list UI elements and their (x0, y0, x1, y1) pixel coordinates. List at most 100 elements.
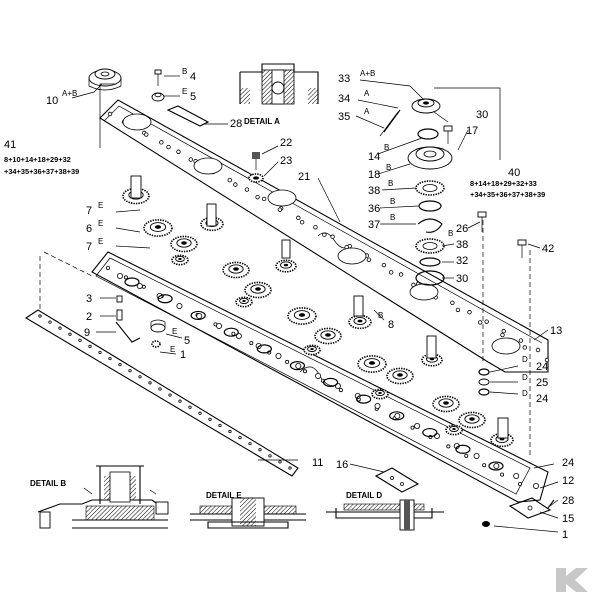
gear-bore (154, 225, 162, 229)
edge-hole (330, 234, 335, 239)
label-25-eq: D (522, 373, 528, 382)
edge-hole (467, 310, 472, 315)
strip-hole (238, 435, 242, 440)
strip-hole (38, 314, 42, 318)
edge-hole (227, 177, 233, 183)
mount-hole (394, 412, 401, 419)
label-detail-e: DETAIL E (206, 491, 242, 500)
label-7a-eq: E (98, 201, 103, 210)
strip-hole (108, 356, 112, 361)
strip-hole (98, 350, 102, 355)
gear-bore (469, 417, 475, 421)
bracket-27[interactable] (166, 105, 210, 127)
mount-hole (196, 312, 203, 319)
edge-hole (303, 369, 308, 374)
label-12: 12 (562, 475, 574, 487)
o-ring (322, 377, 339, 387)
label-11: 11 (312, 457, 323, 469)
label-5b-eq: E (172, 327, 177, 336)
plate-16[interactable] (374, 467, 420, 493)
washer-22[interactable] (248, 173, 264, 183)
label-37-eq: B (390, 197, 395, 206)
key-9[interactable] (115, 321, 141, 343)
o-ring (223, 327, 239, 337)
bottom-strip[interactable] (24, 309, 299, 477)
bolt-hole (544, 357, 550, 363)
gear-bore (310, 347, 314, 351)
label-1: 1 (180, 349, 186, 361)
gear-bore (357, 319, 363, 323)
o-ring (389, 411, 405, 421)
kit-41-line2: +34+35+36+37+38+39 (4, 167, 79, 176)
label-24b-eq: D (522, 389, 528, 398)
bolt-42[interactable] (517, 239, 527, 258)
gear-train[interactable] (122, 187, 514, 448)
washer-1b[interactable] (482, 521, 490, 527)
detail-e (190, 497, 306, 529)
edge-hole (450, 300, 455, 305)
bearing-bore (267, 189, 297, 207)
labels: 10 A+B B 4 E 5 28 DETAIL A 22 23 21 33 A… (4, 67, 574, 541)
bolt-hole (144, 132, 149, 137)
edge-hole (398, 272, 404, 277)
kit-41-line1: 8+10+14+18+29+32 (4, 155, 71, 164)
gear-bore (255, 287, 261, 291)
edge-hole (107, 111, 113, 117)
strip-hole (248, 442, 252, 446)
end-plate-15[interactable] (508, 497, 552, 519)
nut-5b[interactable] (150, 319, 166, 333)
pin-2[interactable] (116, 309, 123, 321)
bolt-28[interactable] (547, 499, 555, 509)
gear-bore (443, 401, 449, 405)
top-left-hub[interactable] (88, 68, 122, 91)
washer-1[interactable] (151, 340, 161, 348)
bolt-26[interactable] (477, 211, 487, 232)
label-39: 38 (368, 185, 380, 197)
edge-hole (446, 444, 451, 449)
bolt-21[interactable] (252, 152, 260, 170)
nut-5[interactable] (151, 92, 165, 102)
label-14: 14 (368, 151, 380, 163)
o-ring (157, 294, 173, 304)
label-24a: 24 (536, 361, 548, 373)
label-1b: 1 (562, 529, 568, 541)
detail-d (326, 499, 444, 531)
label-36-eq: B (448, 229, 453, 238)
gear-bore (181, 241, 187, 245)
strip-hole (228, 429, 232, 434)
label-38: 37 (368, 219, 380, 231)
pin-3[interactable] (116, 295, 123, 303)
bolt-30[interactable] (443, 125, 453, 144)
washer-24a[interactable] (478, 368, 490, 376)
label-18: 18 (368, 169, 380, 181)
edge-hole (313, 225, 318, 230)
edge-hole (535, 347, 541, 353)
mount-hole (136, 282, 143, 289)
mount-hole (493, 462, 500, 469)
label-14-eq: B (384, 143, 389, 152)
detail-b (37, 465, 169, 529)
label-28: 28 (562, 495, 574, 507)
lower-housing[interactable] (91, 251, 549, 503)
label-3: 3 (86, 293, 92, 305)
label-detail-d: DETAIL D (346, 491, 382, 500)
washer-24b[interactable] (478, 388, 490, 396)
strip-hole (158, 387, 162, 391)
bolt-hole (255, 194, 260, 200)
nut-25[interactable] (478, 378, 490, 386)
bolt-4[interactable] (154, 69, 162, 86)
edge-hole (261, 196, 267, 202)
edge-hole (484, 319, 489, 324)
mount-hole (117, 272, 124, 279)
mount-hole (374, 402, 381, 409)
o-ring (356, 394, 372, 404)
right-drive-stack[interactable] (379, 98, 453, 286)
bolt-hole (366, 257, 372, 262)
label-42: 42 (542, 243, 554, 255)
upper-plate[interactable] (99, 99, 550, 373)
bearing-bore (409, 283, 439, 301)
label-34: 34 (338, 93, 350, 105)
gear-bore (378, 391, 382, 395)
label-6: 6 (86, 223, 92, 235)
